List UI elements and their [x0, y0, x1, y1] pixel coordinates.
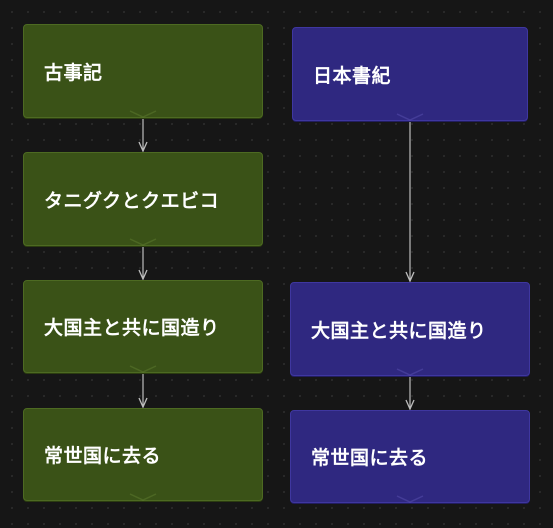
chevron-down-icon: [395, 486, 425, 503]
node-kojiki-title[interactable]: 古事記: [23, 24, 263, 118]
node-nihonshoki-tokoyo[interactable]: 常世国に去る: [290, 410, 530, 503]
chevron-down-icon: [395, 359, 425, 376]
node-kojiki-tokoyo[interactable]: 常世国に去る: [23, 408, 263, 501]
node-label: 日本書紀: [313, 64, 392, 87]
node-label: 常世国に去る: [44, 445, 162, 467]
chevron-down-icon: [395, 104, 425, 121]
chevron-down-icon: [128, 229, 158, 246]
chevron-down-icon: [128, 101, 158, 118]
node-nihonshoki-title[interactable]: 日本書紀: [292, 27, 528, 121]
node-label: 大国主と共に国造り: [311, 319, 487, 342]
node-label: 大国主と共に国造り: [44, 317, 220, 339]
chevron-down-icon: [128, 356, 158, 373]
node-label: タニグクとクエビコ: [44, 189, 220, 212]
node-kojiki-kunitsukuri[interactable]: 大国主と共に国造り: [23, 280, 263, 373]
node-label: 常世国に去る: [311, 447, 429, 469]
chevron-down-icon: [128, 484, 158, 501]
node-label: 古事記: [44, 61, 103, 84]
node-kojiki-taniguku[interactable]: タニグクとクエビコ: [23, 152, 263, 246]
node-nihonshoki-kunitsukuri[interactable]: 大国主と共に国造り: [290, 282, 530, 376]
